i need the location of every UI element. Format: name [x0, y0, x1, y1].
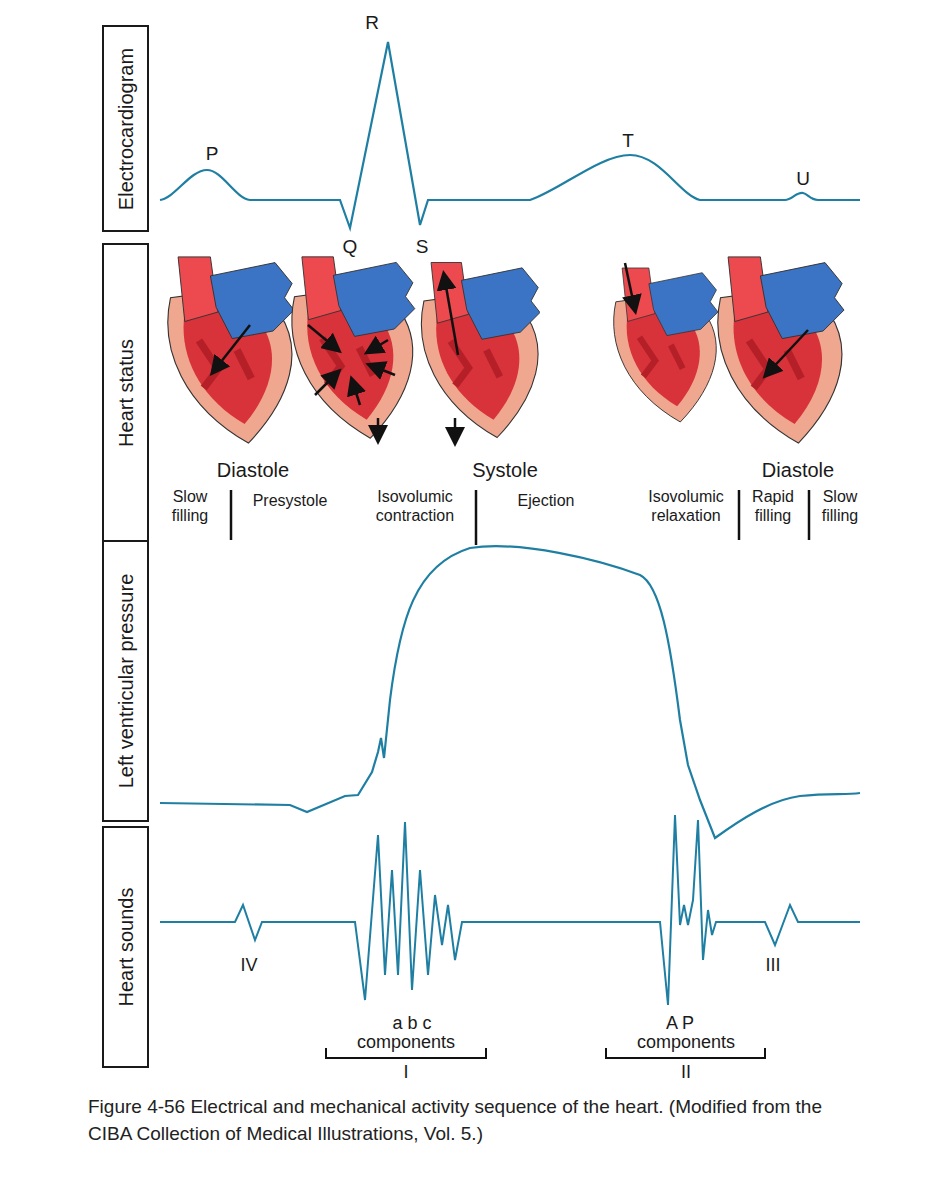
phase-name: Isovolumic contraction — [359, 487, 471, 525]
component-letters: a b c — [392, 1013, 431, 1035]
wave-letter: T — [622, 130, 634, 153]
panel-title: Left ventricular pressure — [114, 574, 137, 789]
sound-number: IV — [240, 955, 257, 977]
wave-letter: S — [416, 236, 429, 259]
phase-name: Presystole — [253, 491, 328, 510]
sound-number: I — [403, 1062, 408, 1084]
wave-letter: Q — [343, 236, 358, 259]
panel-title: Heart sounds — [114, 888, 137, 1007]
panel-title: Electrocardiogram — [114, 47, 137, 209]
panel-label-box: Left ventricular pressure — [102, 540, 149, 822]
panel-label-box: Heart sounds — [102, 826, 149, 1068]
phase-title: Diastole — [762, 458, 834, 482]
phase-name: Rapid filling — [742, 487, 804, 525]
wave-letter: R — [365, 12, 379, 35]
component-letters: A P — [666, 1013, 694, 1035]
panel-title: Heart status — [114, 339, 137, 447]
phase-name: Slow filling — [814, 487, 866, 525]
wave-letter: U — [796, 168, 810, 191]
bracket-label: components — [637, 1032, 735, 1054]
wave-letter: P — [206, 143, 219, 166]
figure-caption: Figure 4-56 Electrical and mechanical ac… — [88, 1094, 858, 1147]
sound-number: II — [681, 1062, 691, 1084]
sound-number: III — [765, 955, 780, 977]
panel-label-box: Electrocardiogram — [102, 25, 149, 232]
phase-title: Systole — [472, 458, 538, 482]
phase-name: Slow filling — [159, 487, 221, 525]
phase-name: Isovolumic relaxation — [636, 487, 736, 525]
phase-title: Diastole — [217, 458, 289, 482]
phase-name: Ejection — [518, 491, 575, 510]
bracket-label: components — [357, 1032, 455, 1054]
panel-label-box: Heart status — [102, 243, 149, 542]
